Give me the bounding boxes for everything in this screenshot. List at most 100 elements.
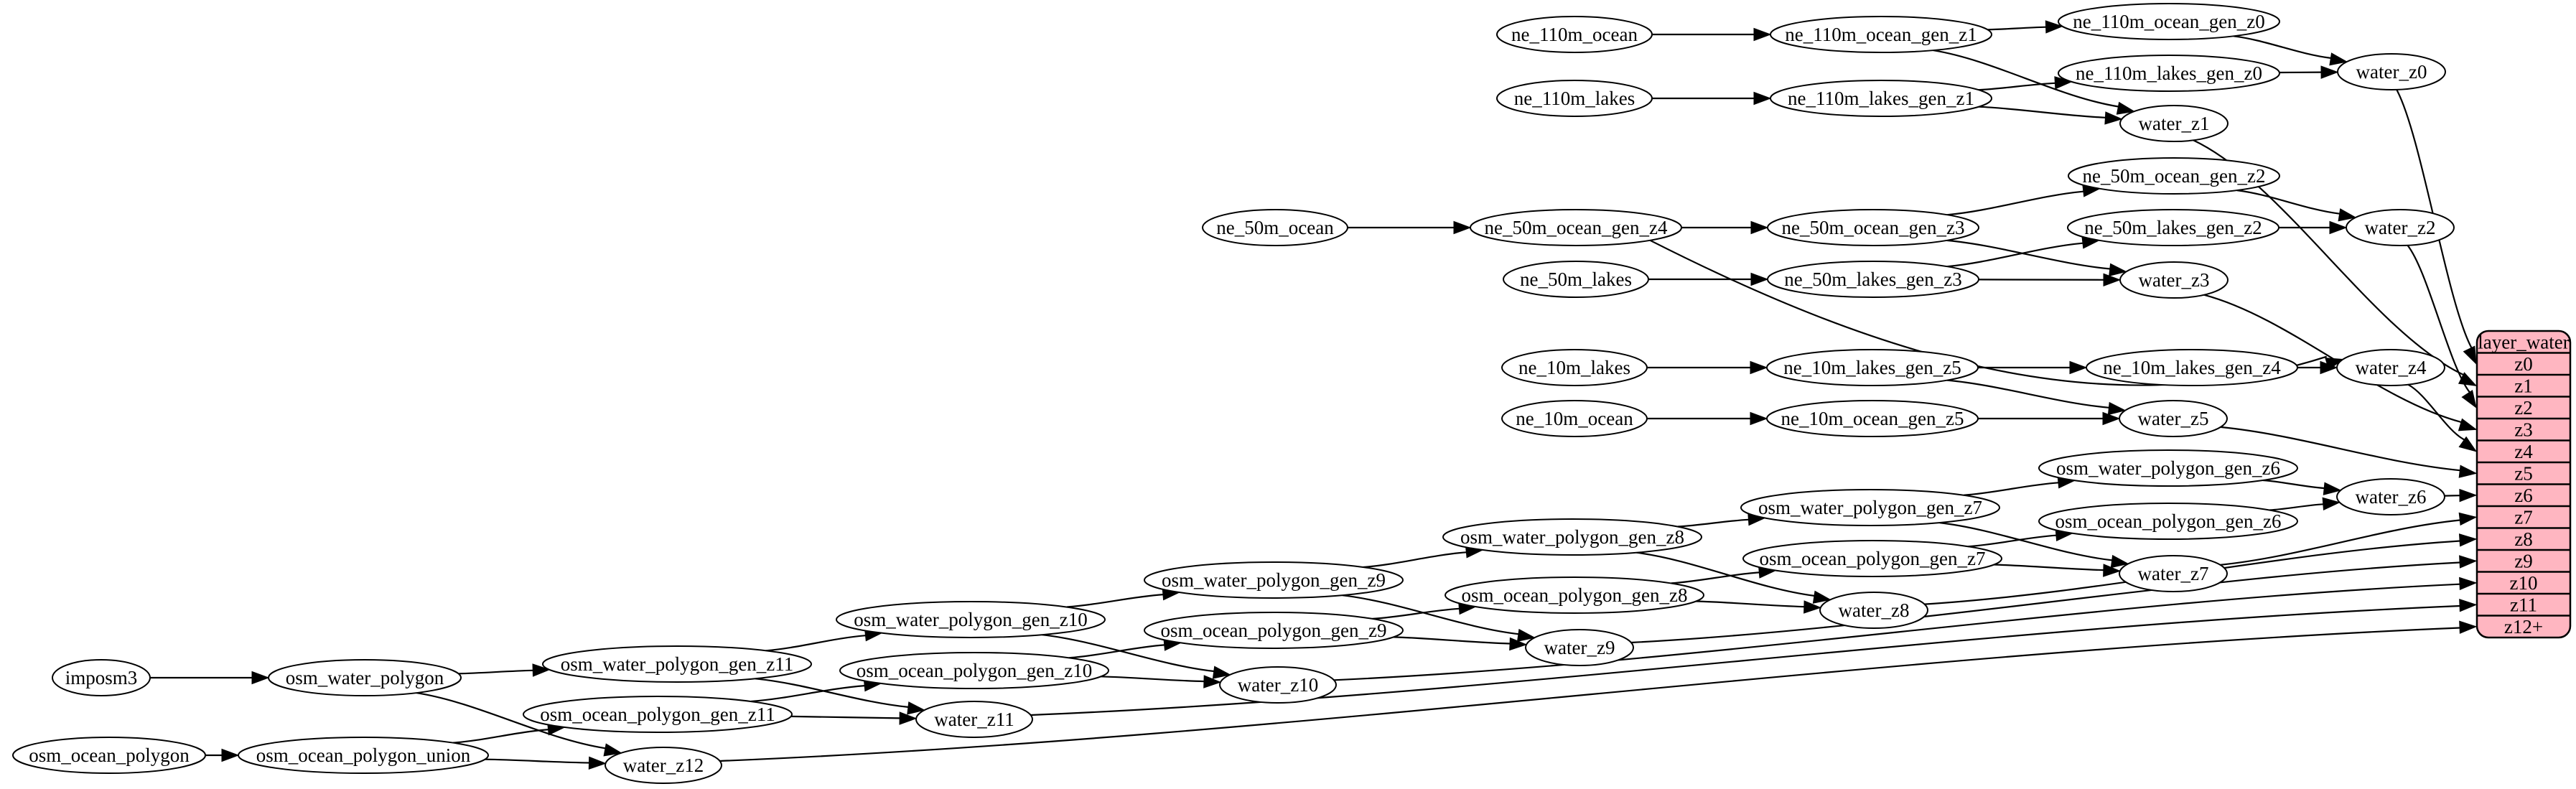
node-water_z3-label: water_z3 xyxy=(2139,269,2210,291)
node-ne_50m_lakes_gen_z3-label: ne_50m_lakes_gen_z3 xyxy=(1784,269,1961,290)
node-water_z2: water_z2 xyxy=(2346,209,2455,246)
node-ne_10m_lakes_gen_z4-label: ne_10m_lakes_gen_z4 xyxy=(2103,357,2281,378)
arrowhead-icon xyxy=(603,743,622,757)
arrowhead-icon xyxy=(1750,360,1768,375)
node-osm_ocean_polygon_gen_z10-label: osm_ocean_polygon_gen_z10 xyxy=(857,660,1092,681)
node-osm_ocean_polygon_gen_z6-shape xyxy=(2038,503,2298,540)
node-ne_110m_ocean_gen_z1-label: ne_110m_ocean_gen_z1 xyxy=(1785,24,1977,45)
nodes-layer: imposm3 osm_water_polygon osm_ocean_polygo… xyxy=(12,3,2455,784)
node-water_z12: water_z12 xyxy=(605,747,722,784)
arrowhead-icon xyxy=(2329,52,2348,66)
node-osm_ocean_polygon_gen_z11: osm_ocean_polygon_gen_z11 xyxy=(523,696,793,733)
node-osm_water_polygon_gen_z10-shape xyxy=(836,601,1106,638)
node-ne_110m_ocean_gen_z0: ne_110m_ocean_gen_z0 xyxy=(2058,3,2280,40)
layer-water-row-z6: z6 xyxy=(2514,485,2532,506)
edge-ne_110m_lakes_gen_z1-to-ne_110m_lakes_gen_z0 xyxy=(1978,82,2055,91)
node-osm_water_polygon_gen_z6-shape xyxy=(2038,449,2298,487)
arrowhead-icon xyxy=(1509,637,1528,651)
node-ne_110m_lakes-label: ne_110m_lakes xyxy=(1514,88,1635,109)
arrowhead-icon xyxy=(2102,411,2121,426)
node-ne_50m_ocean_gen_z3: ne_50m_ocean_gen_z3 xyxy=(1767,209,1979,246)
layer-water-row-z1: z1 xyxy=(2514,375,2532,396)
node-ne_10m_lakes_gen_z4-shape xyxy=(2086,349,2298,386)
node-osm_ocean_polygon_union-shape xyxy=(238,737,489,774)
node-ne_110m_lakes_gen_z0-label: ne_110m_lakes_gen_z0 xyxy=(2076,62,2262,84)
arrowhead-icon xyxy=(1212,666,1231,679)
node-osm_ocean_polygon_gen_z11-shape xyxy=(523,696,793,733)
layer-water-row-z0: z0 xyxy=(2514,353,2532,375)
node-water_z8: water_z8 xyxy=(1819,592,1928,629)
node-ne_110m_lakes_gen_z0-shape xyxy=(2058,55,2280,92)
node-ne_50m_lakes_gen_z2-shape xyxy=(2067,209,2279,246)
node-osm_ocean_polygon_gen_z9-label: osm_ocean_polygon_gen_z9 xyxy=(1161,620,1387,641)
arrowhead-icon xyxy=(2107,401,2127,416)
node-ne_50m_ocean_gen_z4: ne_50m_ocean_gen_z4 xyxy=(1470,209,1682,246)
edge-water_z4-to-layer_water-z4 xyxy=(2407,383,2465,441)
node-osm_water_polygon: osm_water_polygon xyxy=(268,659,462,696)
edge-osm_ocean_polygon_gen_z10-to-water_z10 xyxy=(1101,676,1205,683)
node-osm_ocean_polygon_gen_z9: osm_ocean_polygon_gen_z9 xyxy=(1144,612,1404,649)
edge-ne_50m_ocean_gen_z3-to-ne_50m_ocean_gen_z2 xyxy=(1947,190,2084,216)
node-water_z5: water_z5 xyxy=(2119,400,2228,437)
node-osm_ocean_polygon_union: osm_ocean_polygon_union xyxy=(238,737,489,774)
arrowhead-icon xyxy=(532,663,551,677)
layer-water-title: layer_water xyxy=(2478,331,2569,353)
node-ne_110m_lakes_gen_z0: ne_110m_lakes_gen_z0 xyxy=(2058,55,2280,92)
node-water_z12-label: water_z12 xyxy=(623,755,704,776)
arrowhead-icon xyxy=(1753,27,1772,42)
arrowhead-icon xyxy=(1203,675,1222,688)
node-ne_50m_ocean-shape xyxy=(1202,209,1348,246)
edge-osm_water_polygon_gen_z8-to-water_z8 xyxy=(1636,551,1815,597)
node-water_z2-label: water_z2 xyxy=(2365,217,2436,238)
arrowhead-icon xyxy=(2320,65,2339,79)
node-osm_ocean_polygon: osm_ocean_polygon xyxy=(12,737,206,774)
edge-water_z2-to-layer_water-z2 xyxy=(2407,245,2470,393)
node-osm_ocean_polygon_gen_z10: osm_ocean_polygon_gen_z10 xyxy=(839,652,1109,689)
edge-water_z11-to-layer_water-z11 xyxy=(1030,604,2460,716)
arrowhead-icon xyxy=(2323,482,2342,495)
arrowhead-icon xyxy=(2069,360,2088,375)
edge-osm_ocean_polygon_gen_z9-to-water_z9 xyxy=(1393,636,1511,645)
node-water_z1-label: water_z1 xyxy=(2139,113,2210,134)
node-water_z7-shape xyxy=(2119,555,2228,592)
node-ne_50m_ocean_gen_z2: ne_50m_ocean_gen_z2 xyxy=(2068,157,2280,195)
node-ne_110m_lakes_gen_z1-shape xyxy=(1770,80,1992,117)
node-water_z6-label: water_z6 xyxy=(2356,486,2427,508)
edge-osm_ocean_polygon_gen_z8-to-osm_ocean_polygon_gen_z7 xyxy=(1671,571,1760,584)
node-ne_50m_ocean_gen_z2-label: ne_50m_ocean_gen_z2 xyxy=(2083,165,2266,187)
node-ne_110m_ocean_gen_z1: ne_110m_ocean_gen_z1 xyxy=(1770,16,1992,53)
arrowhead-icon xyxy=(899,711,918,725)
node-ne_50m_ocean_gen_z3-shape xyxy=(1767,209,1979,246)
node-osm_water_polygon_gen_z11-label: osm_water_polygon_gen_z11 xyxy=(561,653,793,675)
table-layer-water: layer_waterz0z1z2z3z4z5z6z7z8z9z10z11z12… xyxy=(2475,330,2572,639)
node-osm_water_polygon_gen_z11-shape xyxy=(542,645,812,683)
node-ne_10m_lakes: ne_10m_lakes xyxy=(1501,349,1648,386)
node-osm_ocean_polygon_gen_z6-label: osm_ocean_polygon_gen_z6 xyxy=(2055,510,2282,532)
node-ne_50m_ocean_gen_z4-label: ne_50m_ocean_gen_z4 xyxy=(1485,217,1668,238)
node-osm_ocean_polygon_gen_z7: osm_ocean_polygon_gen_z7 xyxy=(1742,540,2002,577)
arrowhead-icon xyxy=(2116,101,2136,115)
node-osm_ocean_polygon-shape xyxy=(12,737,206,774)
edge-water_z7-to-layer_water-z7 xyxy=(2220,519,2460,566)
edge-osm_water_polygon_gen_z10-to-osm_water_polygon_gen_z9 xyxy=(1066,594,1163,608)
arrowhead-icon xyxy=(2104,111,2123,125)
node-water_z1: water_z1 xyxy=(2119,105,2229,142)
edge-osm_water_polygon_gen_z7-to-osm_water_polygon_gen_z6 xyxy=(1964,482,2059,496)
node-water_z11: water_z11 xyxy=(915,701,1033,738)
node-ne_110m_lakes_gen_z1-label: ne_110m_lakes_gen_z1 xyxy=(1788,88,1974,109)
edge-osm_water_polygon_gen_z11-to-water_z11 xyxy=(755,678,909,708)
layer-water-row-z12+: z12+ xyxy=(2504,616,2543,638)
node-water_z4-label: water_z4 xyxy=(2356,357,2427,378)
arrowhead-icon xyxy=(1750,411,1768,426)
arrowhead-icon xyxy=(1803,600,1822,614)
arrowhead-icon xyxy=(2459,620,2478,634)
edge-osm_water_polygon_gen_z7-to-water_z7 xyxy=(1939,522,2112,561)
edge-water_z5-to-layer_water-z5 xyxy=(2220,426,2460,472)
node-water_z0-shape xyxy=(2337,53,2446,90)
node-osm_ocean_polygon_gen_z6: osm_ocean_polygon_gen_z6 xyxy=(2038,503,2298,540)
node-imposm3: imposm3 xyxy=(52,659,151,696)
arrowhead-icon xyxy=(907,701,926,715)
arrowhead-icon xyxy=(2458,436,2478,452)
arrowhead-icon xyxy=(1812,590,1831,604)
node-ne_50m_ocean-label: ne_50m_ocean xyxy=(1216,217,1334,238)
